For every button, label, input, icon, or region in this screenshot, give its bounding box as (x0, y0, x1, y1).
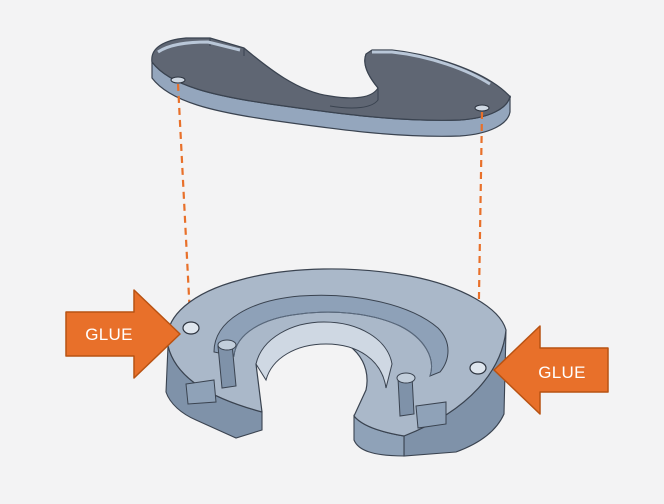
guide-line-right (478, 111, 482, 356)
top-plate-hole-left (170, 76, 186, 84)
glue-label-left: GLUE (85, 325, 133, 344)
glue-arrow-right-icon (493, 325, 609, 415)
top-plate-notch-edge (329, 53, 379, 109)
alignment-guides (176, 83, 482, 356)
notch-tab-left (185, 339, 237, 405)
top-plate-hole-right (474, 104, 490, 112)
glue-callout-left: GLUE (65, 289, 181, 379)
base-ring (165, 268, 507, 457)
glue-arrow-left-icon (65, 289, 181, 379)
base-hole-right (469, 361, 487, 375)
top-plate-face (151, 37, 512, 121)
base-ring-cavity (255, 321, 393, 389)
base-hole-left (182, 321, 200, 335)
guide-line-left (176, 83, 190, 316)
top-plate (151, 37, 512, 137)
glue-label-right: GLUE (538, 363, 586, 382)
glue-callout-right: GLUE (493, 325, 609, 415)
notch-tab-right (396, 372, 447, 429)
